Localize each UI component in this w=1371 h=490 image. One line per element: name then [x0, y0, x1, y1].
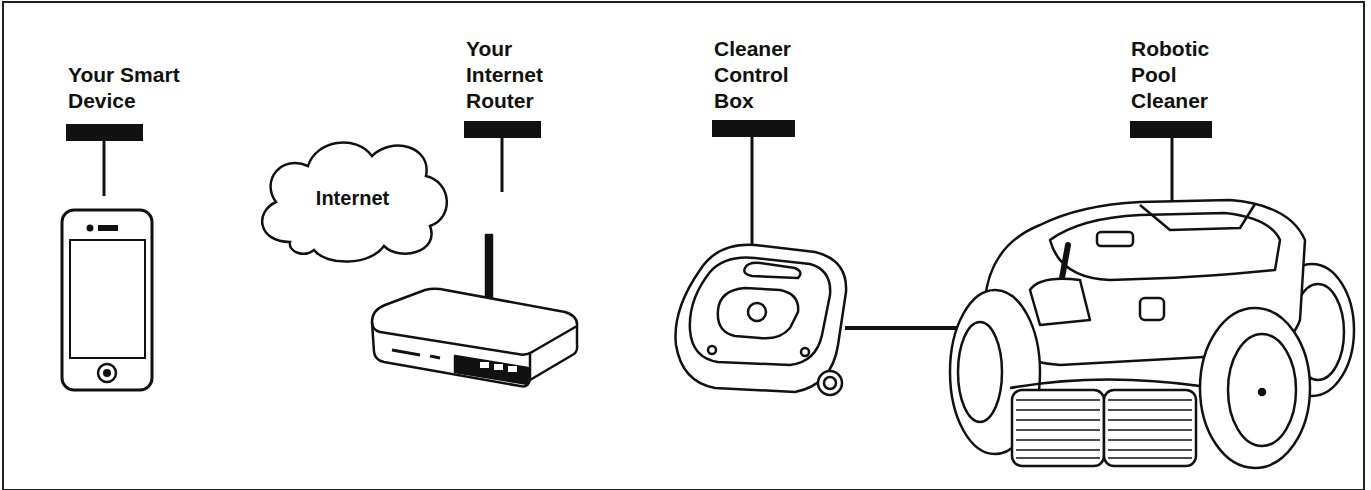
router-port: [494, 364, 503, 370]
router-port: [466, 434, 475, 441]
control-box-handle: [744, 263, 800, 278]
frame: [3, 2, 1364, 490]
robot-ridge: [1140, 204, 1255, 230]
control-box-knob-center: [824, 377, 836, 389]
router-port-panel: [455, 356, 528, 384]
node-text: Internet: [250, 186, 455, 210]
control-box-knob: [818, 371, 842, 395]
robot-brush: [1104, 390, 1196, 466]
leader-line: [501, 138, 504, 192]
device-label: Your Smart Device: [68, 62, 218, 114]
router-illustration: [372, 235, 577, 441]
phone-illustration: [62, 210, 152, 390]
control-box-button: [748, 303, 766, 321]
robot-indicator: [1140, 298, 1164, 320]
control-box-led: [801, 348, 809, 356]
router-led: [430, 356, 440, 358]
control-box-face: [690, 258, 830, 365]
control-box-illustration: [676, 245, 847, 395]
router-front: [372, 322, 530, 386]
callout-bar: [1130, 121, 1212, 138]
phone-screen: [70, 240, 145, 358]
device-label: Cleaner Control Box: [714, 36, 814, 114]
device-label: Your Internet Router: [466, 36, 566, 114]
phone-button: [98, 364, 116, 382]
robot-hub: [1228, 334, 1296, 446]
phone-body: [62, 210, 152, 390]
control-box-body: [676, 245, 847, 392]
control-box-panel: [718, 288, 798, 338]
router-top: [372, 289, 577, 355]
cloud-node: Internet: [250, 130, 455, 265]
robot-illustration: [950, 200, 1354, 468]
callout-bar: [464, 121, 541, 138]
phone-button-dot: [103, 369, 111, 377]
router-led: [392, 350, 420, 355]
callout-bar: [66, 124, 143, 141]
robot-wheel: [1200, 308, 1310, 468]
leader-line: [751, 137, 754, 245]
robot-logo: [1097, 232, 1133, 246]
control-box-led: [708, 346, 716, 354]
callout-bar: [712, 120, 795, 137]
robot-vent: [1030, 279, 1090, 325]
phone-camera: [87, 225, 94, 232]
robot-axle: [1259, 389, 1265, 395]
router-port: [508, 366, 517, 372]
leader-line: [103, 141, 106, 196]
robot-brush-ridges: [1016, 400, 1192, 458]
router-antenna: [486, 235, 492, 301]
robot-bumper: [1010, 379, 1200, 388]
robot-hub: [958, 322, 1002, 422]
phone-speaker: [98, 225, 118, 231]
device-label: Robotic Pool Cleaner: [1131, 36, 1231, 114]
router-port: [480, 362, 489, 368]
leader-line: [1171, 138, 1174, 205]
router-side: [530, 326, 577, 380]
robot-brush: [1012, 390, 1104, 466]
robot-top: [1050, 213, 1280, 280]
